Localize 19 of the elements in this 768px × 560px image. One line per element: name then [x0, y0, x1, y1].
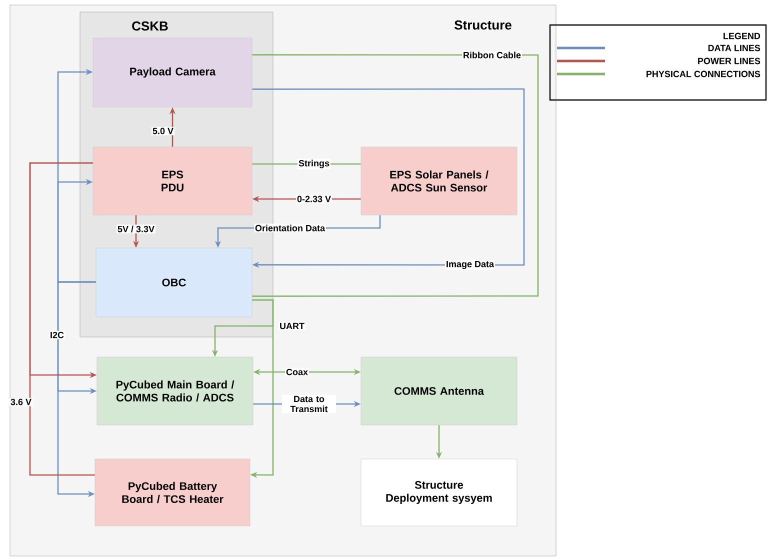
edge-label: 5V / 3.3V [116, 224, 156, 234]
edge-label: Orientation Data [254, 224, 326, 232]
connector-line [29, 162, 95, 476]
block-box: Structure Deployment sysyem [360, 458, 518, 526]
block-box: PyCubed Main Board / COMMS Radio / ADCS [96, 356, 254, 426]
legend-text: PHYSICAL CONNECTIONS [646, 70, 760, 78]
edge-label: Data to Transmit [282, 394, 336, 414]
connector-line [252, 54, 539, 297]
block-box: PyCubed Battery Board / TCS Heater [94, 458, 250, 526]
block-box: EPS PDU [92, 146, 252, 216]
edge-label: Ribbon Cable [462, 50, 522, 60]
arrow [252, 88, 525, 268]
block-box: Payload Camera [92, 38, 252, 108]
block-box: EPS Solar Panels / ADCS Sun Sensor [360, 146, 518, 216]
block-box: COMMS Antenna [360, 356, 518, 426]
edge-label: Strings [298, 158, 330, 170]
legend-text: DATA LINES [708, 44, 760, 52]
legend-text: POWER LINES [698, 58, 760, 64]
block-box: OBC [96, 248, 252, 318]
